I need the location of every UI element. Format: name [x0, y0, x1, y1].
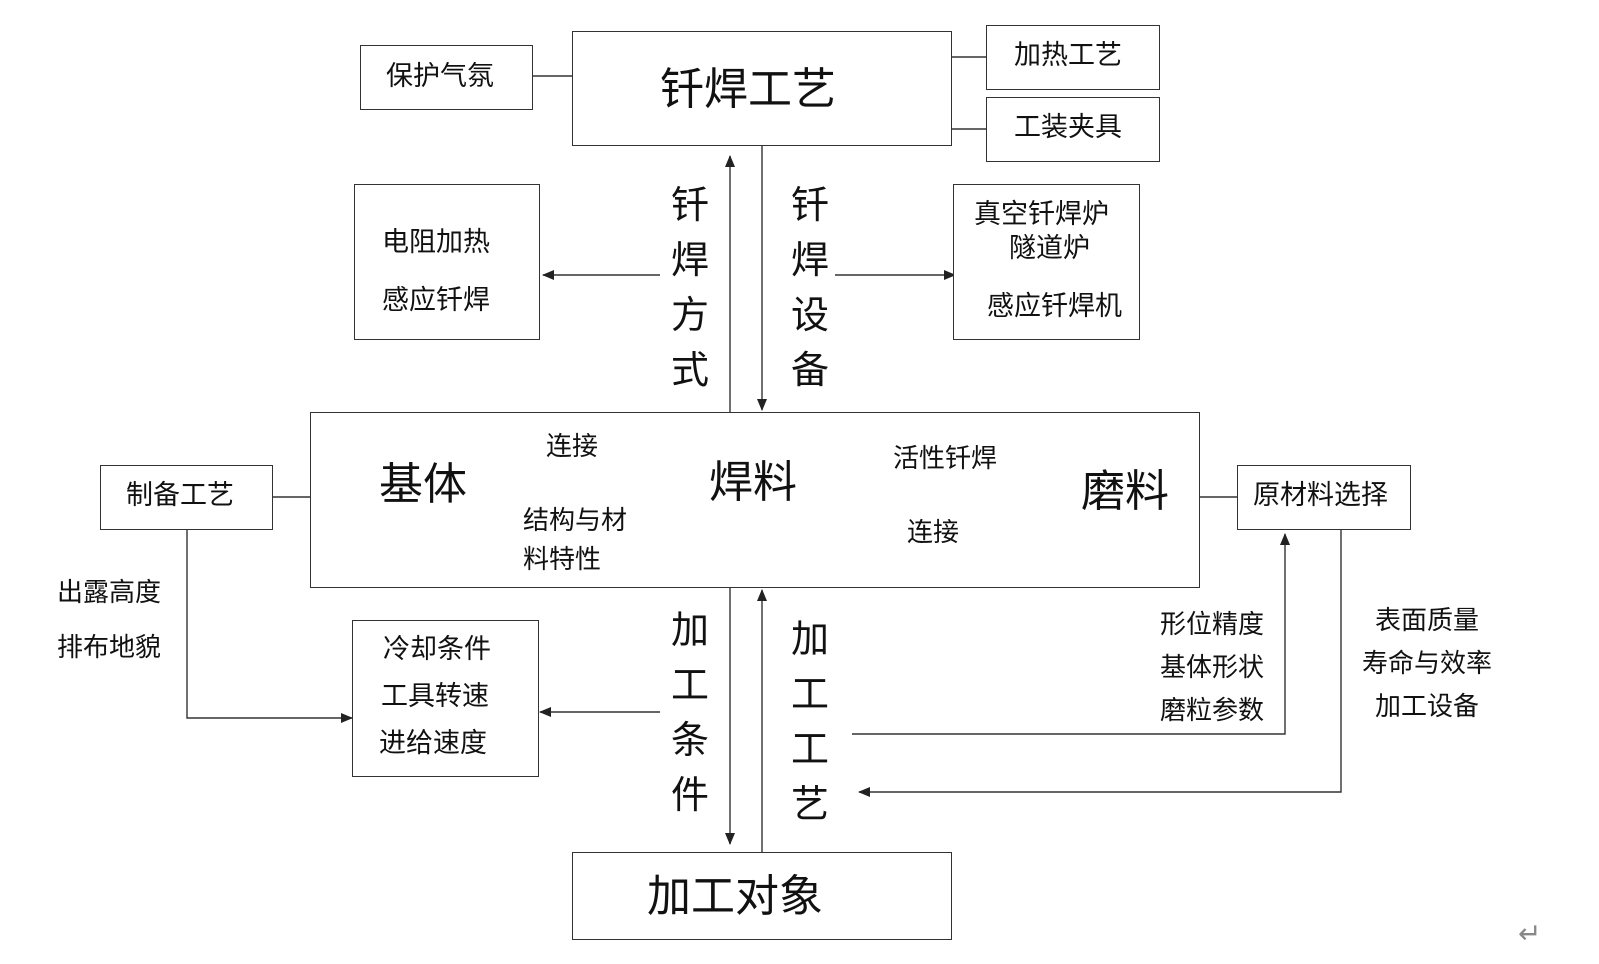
- heating-method-2: 感应钎焊: [382, 285, 490, 316]
- exposure-line-2: 排布地貌: [57, 633, 162, 663]
- brazing-method-vertical-label: 钎 焊 方 式: [670, 183, 709, 392]
- equipment-box: 真空钎焊炉 隧道炉 感应钎焊机: [953, 184, 1140, 340]
- exposure-line-1: 出露高度: [57, 578, 162, 608]
- brazing-process-box: 钎焊工艺: [572, 31, 952, 146]
- protective-atmosphere-label: 保护气氛: [386, 61, 494, 92]
- equipment-1: 真空钎焊炉: [974, 199, 1109, 230]
- exposure-labels: 出露高度 排布地貌: [57, 566, 161, 676]
- brazing-equipment-vertical-label: 钎 焊 设 备: [790, 183, 829, 392]
- core-box: 基体 焊料 磨料 连接 结构与材 料特性 活性钎焊 连接: [310, 412, 1200, 588]
- form-accuracy-line-2: 基体形状: [1160, 653, 1265, 683]
- condition-1: 冷却条件: [383, 634, 491, 665]
- form-accuracy-line-3: 磨粒参数: [1160, 696, 1265, 726]
- protective-atmosphere-box: 保护气氛: [360, 45, 533, 110]
- abrasive-label: 磨料: [1081, 466, 1169, 517]
- substrate-label: 基体: [379, 459, 467, 510]
- raw-material-box: 原材料选择: [1237, 465, 1411, 530]
- brazing-process-label: 钎焊工艺: [660, 64, 836, 115]
- form-accuracy-labels: 形位精度 基体形状 磨粒参数: [1160, 604, 1264, 733]
- processing-object-box: 加工对象: [572, 852, 952, 940]
- surface-quality-line-1: 表面质量: [1374, 606, 1479, 636]
- surface-quality-line-2: 寿命与效率: [1361, 649, 1492, 679]
- raw-material-label: 原材料选择: [1253, 480, 1388, 511]
- processing-object-label: 加工对象: [647, 871, 823, 922]
- structure-line-2: 料特性: [523, 545, 602, 575]
- arrow-prep-to-conditions: [186, 530, 353, 723]
- form-accuracy-line-1: 形位精度: [1160, 610, 1265, 640]
- surface-quality-labels: 表面质量 寿命与效率 加工设备: [1347, 600, 1507, 729]
- return-mark-icon: ↵: [1518, 917, 1542, 950]
- prep-process-box: 制备工艺: [100, 465, 273, 530]
- equipment-2: 隧道炉: [1009, 233, 1090, 264]
- equipment-3: 感应钎焊机: [987, 291, 1122, 322]
- arrow-technology-to-raw: [852, 533, 1290, 735]
- processing-technology-vertical-label: 加 工 工 艺: [790, 617, 829, 826]
- connect-left-label: 连接: [546, 432, 599, 462]
- fixture-box: 工装夹具: [986, 97, 1160, 162]
- connect-right-label: 连接: [907, 518, 960, 548]
- surface-quality-line-3: 加工设备: [1374, 692, 1479, 722]
- processing-conditions-vertical-label: 加 工 条 件: [670, 608, 709, 817]
- active-brazing-label: 活性钎焊: [893, 444, 998, 474]
- solder-label: 焊料: [709, 457, 797, 508]
- condition-2: 工具转速: [381, 681, 489, 712]
- heating-methods-box: 电阻加热 感应钎焊: [354, 184, 540, 340]
- arrow-raw-to-technology: [858, 530, 1342, 797]
- fixture-label: 工装夹具: [1014, 112, 1122, 143]
- heating-process-box: 加热工艺: [986, 25, 1160, 90]
- conditions-box: 冷却条件 工具转速 进给速度: [352, 620, 539, 777]
- structure-line-1: 结构与材: [523, 506, 628, 536]
- condition-3: 进给速度: [379, 728, 487, 759]
- heating-method-1: 电阻加热: [382, 227, 490, 258]
- heating-process-label: 加热工艺: [1014, 40, 1122, 71]
- prep-process-label: 制备工艺: [126, 480, 234, 511]
